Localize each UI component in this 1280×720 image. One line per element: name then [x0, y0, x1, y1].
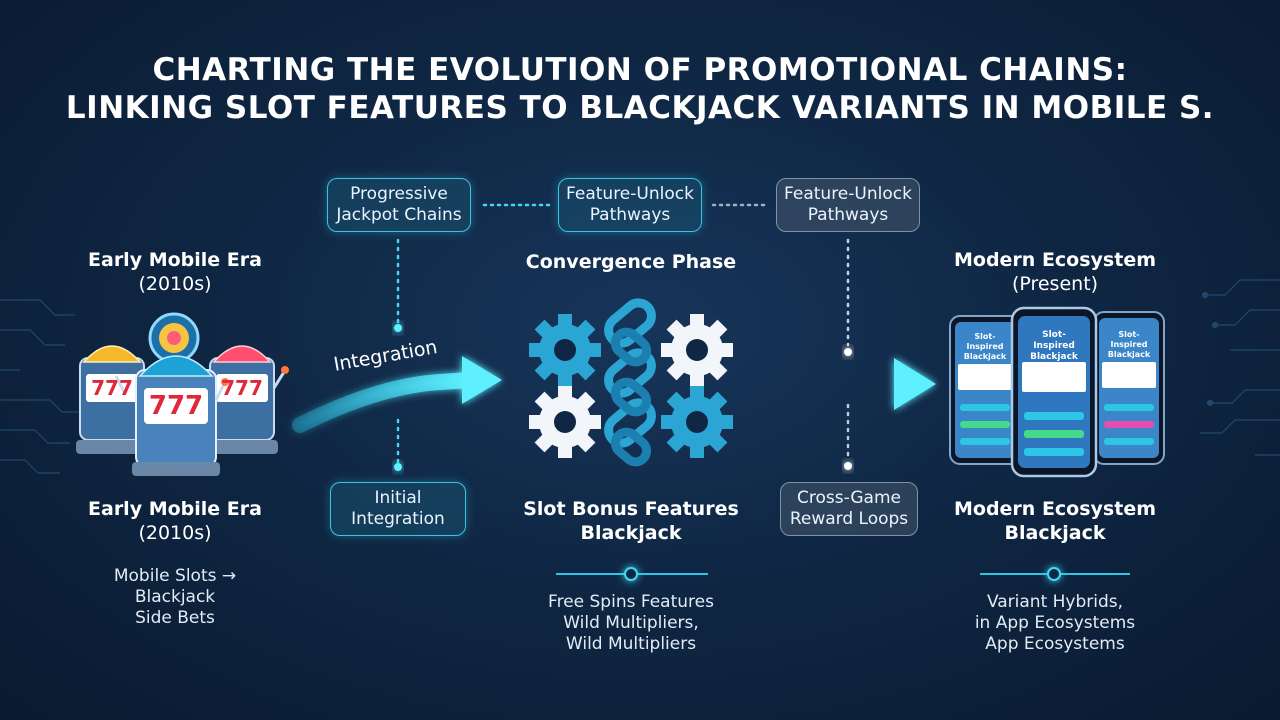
heading-line: Blackjack — [580, 522, 682, 544]
heading-line: Early Mobile Era — [88, 249, 262, 271]
reel-left: 777 — [91, 376, 133, 400]
connector-node — [844, 348, 852, 356]
heading-line: Modern Ecosystem — [953, 498, 1157, 520]
circuit-lines-left — [0, 299, 80, 474]
desc-line: Wild Multipliers — [565, 634, 697, 654]
tag-line: Integration — [351, 509, 445, 529]
connector-node — [844, 462, 852, 470]
right-bottom-heading: Modern Ecosystem Blackjack — [940, 497, 1170, 545]
heading-line: Early Mobile Era — [88, 498, 262, 520]
desc-line: Wild Multipliers, — [563, 613, 699, 633]
left-description: Mobile Slots → Blackjack Side Bets — [80, 566, 270, 629]
tag-line: Feature-Unlock — [566, 184, 694, 204]
heading-line: (Present) — [1011, 273, 1099, 295]
heading-line: Blackjack — [1004, 522, 1106, 544]
tag-line: Pathways — [807, 205, 889, 225]
page-title-line-2: LINKING SLOT FEATURES TO BLACKJACK VARIA… — [65, 90, 1215, 126]
right-separator-dot — [1047, 567, 1061, 581]
tag-line: Initial — [374, 488, 422, 508]
center-separator-dot — [624, 567, 638, 581]
tag-line: Reward Loops — [789, 509, 909, 529]
connector-node — [394, 463, 402, 471]
circuit-lines-right — [1200, 279, 1280, 456]
connector-node — [394, 324, 402, 332]
heading-line: Modern Ecosystem — [953, 249, 1157, 271]
reel-center: 777 — [148, 391, 204, 421]
desc-line: in App Ecosystems — [974, 613, 1136, 633]
tag-line: Jackpot Chains — [336, 205, 462, 225]
phone-center-title: Slot-Inspired Blackjack — [1030, 330, 1078, 362]
heading-line: (2010s) — [138, 273, 212, 295]
desc-line: Variant Hybrids, — [986, 592, 1124, 612]
desc-line: Free Spins Features — [548, 592, 714, 612]
reel-right: 777 — [221, 376, 263, 400]
tag-line: Pathways — [589, 205, 671, 225]
desc-line: Blackjack — [134, 587, 216, 607]
left-top-heading: Early Mobile Era (2010s) — [70, 248, 280, 296]
center-description: Free Spins Features Wild Multipliers, Wi… — [500, 592, 762, 655]
page-title-line-1: CHARTING THE EVOLUTION OF PROMOTIONAL CH… — [152, 52, 1128, 88]
center-bottom-heading: Slot Bonus Features Blackjack — [500, 497, 762, 545]
desc-line: Side Bets — [135, 608, 215, 628]
tag-line: Progressive — [350, 184, 448, 204]
desc-line: Mobile Slots → — [113, 566, 237, 586]
phone-right-title: Slot-Inspired Blackjack — [1107, 330, 1151, 359]
right-top-heading: Modern Ecosystem (Present) — [940, 248, 1170, 296]
desc-line: App Ecosystems — [985, 634, 1125, 654]
right-description: Variant Hybrids, in App Ecosystems App E… — [940, 592, 1170, 655]
convergence-arrow — [754, 358, 936, 410]
gears-and-chain-icon — [529, 298, 733, 467]
heading-line: (2010s) — [138, 522, 212, 544]
heading-line: Slot Bonus Features — [523, 498, 739, 520]
tag-line: Cross-Game — [797, 488, 901, 508]
slot-machine-icon — [76, 312, 289, 476]
phone-left-title: Slot-Inspired Blackjack — [963, 332, 1007, 361]
smartphone-icon — [949, 306, 1165, 478]
integration-arrow — [292, 356, 502, 433]
left-bottom-heading: Early Mobile Era (2010s) — [70, 497, 280, 545]
center-top-heading: Convergence Phase — [525, 251, 737, 273]
tag-line: Feature-Unlock — [784, 184, 912, 204]
